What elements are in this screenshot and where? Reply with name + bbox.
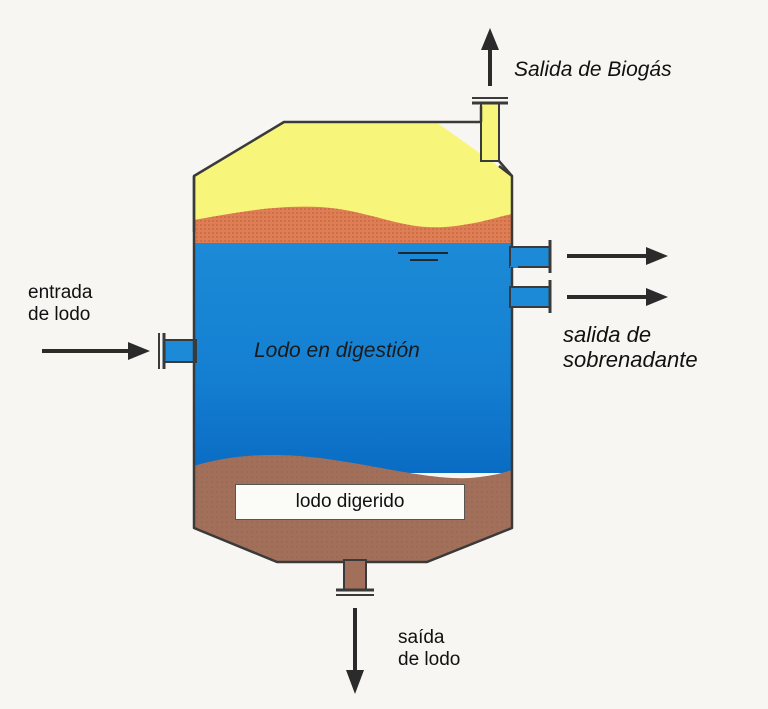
- biogas-outlet-label: Salida de Biogás: [514, 58, 672, 81]
- vessel-outline: [192, 106, 514, 564]
- biogas-pipe: [480, 102, 500, 162]
- supernatant-pipe-1: [509, 246, 551, 268]
- sludge-outlet-arrow: [346, 608, 364, 694]
- sludge-outlet-label: saída de lodo: [398, 627, 460, 672]
- sludge-inlet-label: entrada de lodo: [28, 282, 92, 327]
- supernatant-outlet-label: salida de sobrenadante: [563, 322, 698, 373]
- sludge-outlet-pipe: [343, 559, 367, 591]
- digested-sludge-label: lodo digerido: [235, 484, 465, 520]
- supernatant-pipe-2: [509, 286, 551, 308]
- sludge-inlet-label-line-1: entrada: [28, 282, 93, 303]
- sludge-outlet-label-line-2: de lodo: [398, 649, 461, 671]
- sludge-inlet-label-line-2: de lodo: [28, 304, 91, 326]
- sludge-inlet-arrow: [42, 342, 150, 360]
- supernatant-label-line-2: sobrenadante: [563, 347, 698, 373]
- sludge-digestion-zone: [194, 243, 512, 473]
- sludge-outlet-label-line-1: saída: [398, 627, 445, 648]
- supernatant-arrow-2: [567, 288, 668, 306]
- supernatant-arrow-1: [567, 247, 668, 265]
- biogas-arrow: [481, 28, 499, 86]
- sludge-in-digestion-label: Lodo en digestión: [254, 339, 420, 362]
- gas-zone: [194, 122, 512, 232]
- sludge-inlet-pipe: [163, 339, 197, 363]
- supernatant-label-line-1: salida de: [563, 322, 652, 347]
- dome-right-edge: [498, 160, 513, 177]
- scum-texture: [194, 206, 512, 243]
